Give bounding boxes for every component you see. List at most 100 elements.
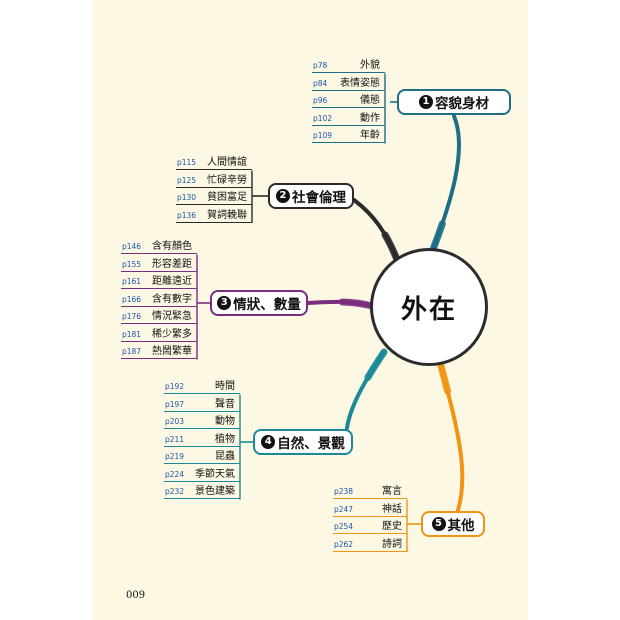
topic-number-badge: 3: [217, 296, 232, 310]
leaf-item: p161 距離遠近: [121, 272, 197, 289]
topic-number-badge: 5: [431, 517, 446, 531]
leaf-label: 詩詞: [382, 538, 402, 550]
topic-label: 社會倫理: [292, 190, 346, 206]
leaf-label: 歷史: [382, 521, 402, 532]
page-reference: p187: [122, 347, 142, 356]
leaf-item: p115 人間情誼: [176, 153, 252, 170]
page-reference: p136: [177, 210, 197, 220]
leaf-item: p197 聲音: [164, 395, 240, 412]
leaf-item: p96 儀態: [312, 91, 385, 108]
leaf-label: 形容差距: [152, 258, 192, 270]
leaf-label: 情況緊急: [152, 311, 192, 322]
leaf-item: p187 熱鬧繁華: [121, 342, 197, 359]
leaf-label: 寓言: [382, 486, 402, 497]
leaf-item: p130 貧困富足: [176, 188, 252, 205]
leaf-label: 含有顏色: [152, 241, 192, 252]
leaf-label: 熱鬧繁華: [152, 346, 192, 357]
page-reference: p96: [313, 96, 328, 105]
page-reference: p84: [313, 78, 328, 88]
page-reference: p78: [313, 61, 328, 70]
page-reference: p115: [177, 158, 197, 167]
topic-label: 自然、景觀: [277, 436, 345, 452]
leaf-label: 季節天氣: [195, 468, 235, 480]
leaf-label: 聲音: [215, 398, 235, 410]
page-reference: p219: [165, 452, 185, 461]
topic-label: 容貌身材: [435, 96, 489, 112]
leaf-item: p192 時間: [164, 377, 240, 394]
leaf-label: 表情姿態: [340, 77, 380, 89]
leaf-item: p211 植物: [164, 430, 240, 447]
leaf-label: 貧困富足: [207, 192, 247, 203]
page-reference: p254: [334, 522, 354, 531]
leaf-item: p155 形容差距: [121, 255, 197, 272]
leaf-item: p247 神話: [333, 500, 407, 517]
branch-4-curve-base: [343, 348, 388, 432]
leaf-label: 神話: [382, 503, 402, 515]
topic-number-badge: 2: [276, 189, 290, 203]
leaf-label: 賀詞輓聯: [207, 209, 247, 221]
central-topic: 外在: [370, 248, 488, 366]
central-topic-label: 外在: [400, 294, 457, 325]
leaf-item: p219 昆蟲: [164, 447, 240, 464]
leaf-label: 忙碌辛勞: [207, 174, 247, 186]
topic-number-badge: 1: [419, 95, 433, 109]
leaf-label: 距離遠近: [152, 276, 192, 287]
leaf-label: 稀少繁多: [152, 328, 192, 340]
topic-label: 情狀、數量: [233, 297, 301, 313]
leaf-item: p232 景色建築: [164, 482, 240, 499]
page-reference: p166: [122, 294, 142, 304]
page-reference: p102: [313, 113, 333, 123]
page-reference: p211: [165, 434, 185, 444]
leaf-label: 景色建築: [195, 486, 235, 497]
branch-1-curve-base: [428, 112, 463, 256]
leaf-item: p181 稀少繁多: [121, 325, 197, 342]
leaf-label: 含有數字: [152, 293, 192, 305]
page-reference: p130: [177, 193, 197, 202]
page-reference: p125: [177, 175, 197, 185]
page-reference: p161: [122, 277, 142, 286]
leaf-label: 外貌: [360, 60, 380, 71]
leaf-item: p176 情況緊急: [121, 307, 197, 324]
branch-2-curve-base: [350, 196, 402, 266]
leaf-item: p262 詩詞: [333, 535, 407, 552]
leaf-item: p203 動物: [164, 412, 240, 429]
page-reference: p224: [165, 469, 185, 479]
leaf-label: 植物: [215, 433, 235, 445]
leaf-item: p136 賀詞輓聯: [176, 206, 252, 223]
page-reference: p247: [334, 504, 354, 514]
page-reference: p262: [334, 539, 354, 549]
leaf-label: 儀態: [360, 95, 380, 106]
page-reference: p232: [165, 487, 185, 496]
page-reference: p238: [334, 487, 354, 496]
leaf-label: 年齡: [360, 130, 380, 141]
page-number: 009: [126, 590, 146, 601]
page-reference: p192: [165, 382, 185, 391]
leaf-label: 時間: [215, 381, 235, 392]
leaf-label: 昆蟲: [215, 451, 235, 462]
leaf-item: p238 寓言: [333, 482, 407, 499]
leaf-item: p166 含有數字: [121, 290, 197, 307]
leaf-label: 動物: [215, 416, 235, 427]
page-reference: p181: [122, 329, 142, 339]
leaf-item: p224 季節天氣: [164, 465, 240, 482]
page-reference: p203: [165, 417, 185, 426]
leaf-item: p78 外貌: [312, 56, 385, 73]
leaf-item: p125 忙碌辛勞: [176, 171, 252, 188]
page-reference: p155: [122, 259, 142, 269]
topic-label: 其他: [447, 518, 475, 534]
page-reference: p176: [122, 312, 142, 321]
topic-number-badge: 4: [261, 435, 276, 449]
page-reference: p109: [313, 131, 333, 140]
leaf-label: 人間情誼: [207, 157, 247, 168]
leaf-item: p109 年齡: [312, 126, 385, 143]
leaf-item: p146 含有顏色: [121, 237, 197, 254]
page-reference: p197: [165, 399, 185, 409]
page-reference: p146: [122, 242, 142, 251]
